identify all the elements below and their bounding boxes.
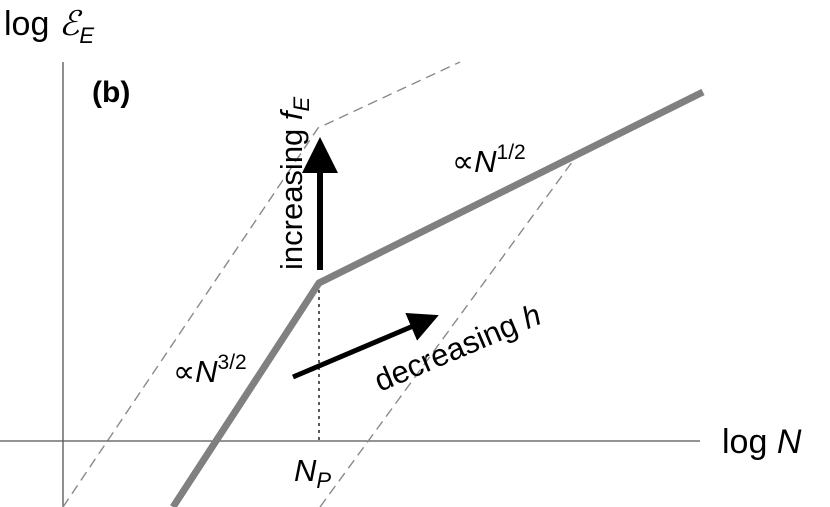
dashed-curve-lower bbox=[319, 157, 576, 507]
y-axis-label: log ℰE bbox=[4, 5, 94, 48]
x-axis-label: log N bbox=[722, 423, 802, 461]
decreasing-h-arrow bbox=[292, 313, 439, 380]
np-label: NP bbox=[294, 453, 331, 493]
decreasing-h-label: decreasing h bbox=[369, 297, 546, 399]
main-curve bbox=[170, 88, 705, 507]
regime-label-high: ∝N1/2 bbox=[452, 141, 526, 179]
panel-label: (b) bbox=[92, 76, 130, 109]
regime-label-low: ∝N3/2 bbox=[173, 351, 247, 389]
dashed-curve-upper bbox=[62, 61, 461, 507]
increasing-fe-label: increasing fE bbox=[274, 96, 314, 270]
